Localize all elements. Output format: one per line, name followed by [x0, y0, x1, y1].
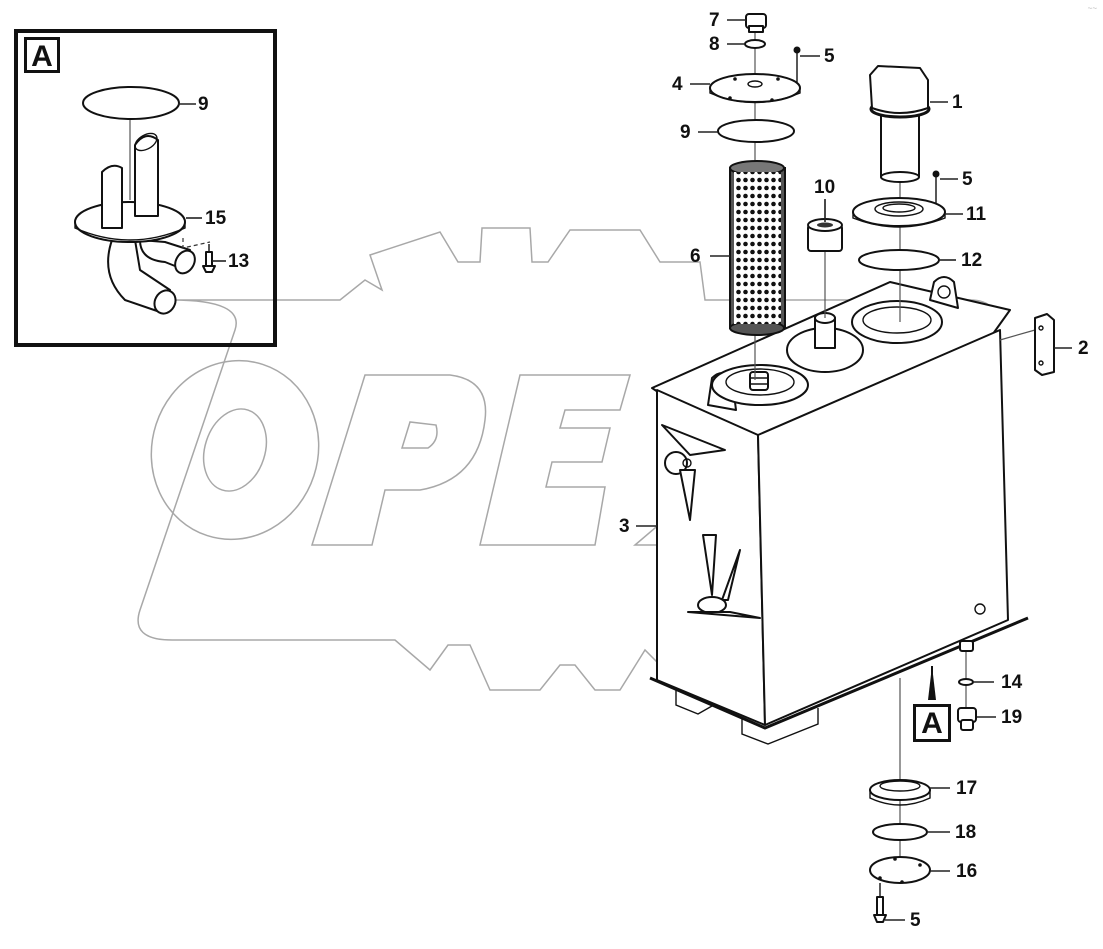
- drain-plug-part-19[interactable]: [957, 707, 977, 731]
- corner-mark: ~~: [1087, 4, 1097, 13]
- washer-part-8[interactable]: [744, 39, 766, 49]
- inset-gasket-part-9[interactable]: [82, 86, 180, 120]
- watermark-letter-o-inner: [202, 408, 268, 492]
- watermark-letter-p: [310, 374, 487, 546]
- callout-3[interactable]: 3: [619, 516, 630, 537]
- callout-5-middle[interactable]: 5: [962, 169, 973, 190]
- view-a-arrow-icon: [928, 666, 936, 700]
- callout-7[interactable]: 7: [709, 10, 720, 31]
- callout-11[interactable]: 11: [966, 204, 987, 225]
- callout-17[interactable]: 17: [956, 778, 978, 799]
- callout-8[interactable]: 8: [709, 34, 720, 55]
- callout-inset-13[interactable]: 13: [228, 251, 250, 272]
- inset-suction-flange-part-15[interactable]: [74, 130, 199, 317]
- callout-6[interactable]: 6: [690, 246, 701, 267]
- filler-port: [851, 300, 943, 344]
- callout-12[interactable]: 12: [961, 250, 983, 271]
- inset-a-drawing: [74, 86, 226, 317]
- tank-foot-right: [741, 708, 819, 745]
- callout-18[interactable]: 18: [955, 822, 977, 843]
- axis-bracket: [999, 329, 1036, 341]
- gasket-part-9[interactable]: [717, 119, 795, 143]
- callout-19[interactable]: 19: [1001, 707, 1023, 728]
- bracket-part-2[interactable]: [1034, 313, 1055, 376]
- plug-part-7[interactable]: [745, 13, 767, 33]
- bottom-cover-part-16[interactable]: [869, 856, 931, 884]
- callout-5-bottom[interactable]: 5: [910, 910, 921, 931]
- spring-icon: [749, 371, 769, 391]
- screw-part-5-top[interactable]: [793, 46, 801, 83]
- callout-2[interactable]: 2: [1078, 338, 1089, 359]
- view-a-marker[interactable]: A: [913, 704, 951, 742]
- cover-plate-part-4[interactable]: [709, 73, 801, 104]
- lifting-eye-right: [929, 276, 959, 309]
- inset-screw-part-13[interactable]: [182, 238, 216, 273]
- drain-top-fitting: [959, 640, 974, 652]
- gasket-part-18[interactable]: [872, 823, 928, 841]
- detail-view-a-label: A: [24, 37, 60, 73]
- screw-part-5-middle[interactable]: [932, 170, 940, 207]
- strainer-part-6[interactable]: [729, 160, 786, 336]
- callout-16[interactable]: 16: [956, 861, 978, 882]
- filler-flange-part-11[interactable]: [852, 197, 946, 228]
- screw-part-5-bottom[interactable]: [873, 883, 887, 923]
- watermark-letter-o-outer: [150, 359, 320, 541]
- callout-4[interactable]: 4: [672, 74, 683, 95]
- callout-9[interactable]: 9: [680, 122, 691, 143]
- gasket-part-12[interactable]: [858, 249, 940, 271]
- callout-inset-9[interactable]: 9: [198, 94, 209, 115]
- callout-14[interactable]: 14: [1001, 672, 1023, 693]
- spacer-ring-part-17[interactable]: [869, 779, 931, 806]
- strainer-port-inner: [725, 368, 795, 396]
- tank-base-plate: [649, 616, 1029, 730]
- tank-foot-left: [675, 690, 713, 715]
- seal-ring-part-14[interactable]: [958, 678, 974, 686]
- callout-1[interactable]: 1: [952, 92, 963, 113]
- callout-5-top[interactable]: 5: [824, 46, 835, 67]
- lifting-eye-hole-right: [937, 285, 951, 299]
- detail-view-a-frame: [14, 29, 277, 347]
- tank-side-fitting: [974, 603, 986, 615]
- valve-lower[interactable]: [687, 534, 761, 619]
- callout-10[interactable]: 10: [814, 177, 836, 198]
- valve-upper[interactable]: [661, 424, 726, 521]
- hydraulic-tank[interactable]: [649, 276, 1029, 745]
- tank-right-face: [757, 329, 1009, 726]
- callout-leader-lines: [636, 19, 1072, 921]
- callout-inset-15[interactable]: 15: [205, 208, 227, 229]
- gauge-part-10[interactable]: [807, 218, 843, 252]
- watermark-letter-e: [479, 374, 631, 546]
- filler-port-inner: [862, 306, 932, 334]
- filler-breather-part-1[interactable]: [869, 65, 931, 183]
